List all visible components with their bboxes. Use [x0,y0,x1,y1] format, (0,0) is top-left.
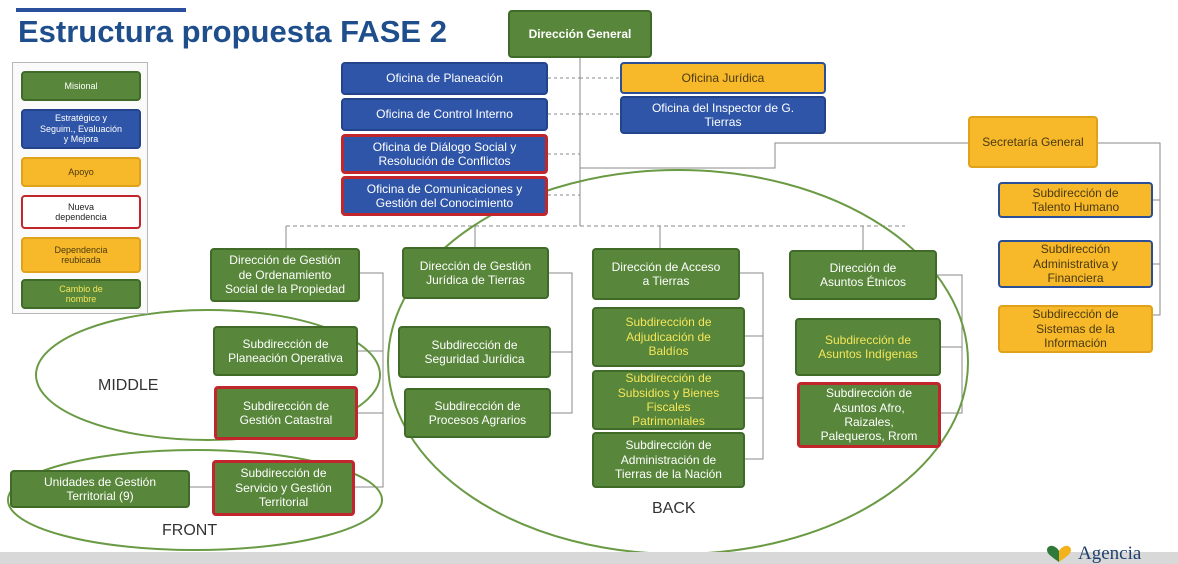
bottom-bar [0,552,1178,564]
sub-asuntos-indigenas-box: Subdirección de Asuntos Indígenas [795,318,941,376]
legend-panel: Misional Estratégico y Seguim., Evaluaci… [12,62,148,314]
dir-ordenamiento-social-box: Dirección de Gestión de Ordenamiento Soc… [210,248,360,302]
sub-servicio-gestion-territorial-box: Subdirección de Servicio y Gestión Terri… [212,460,355,516]
back-zone-label: BACK [652,500,696,517]
oficina-dialogo-social-box: Oficina de Diálogo Social y Resolución d… [341,134,548,174]
sub-talento-humano-box: Subdirección de Talento Humano [998,182,1153,218]
sub-adjudicacion-baldios-box: Subdirección de Adjudicación de Baldíos [592,307,745,367]
connector-dir3-bracket [740,272,764,460]
oficina-comunicaciones-box: Oficina de Comunicaciones y Gestión del … [341,176,548,216]
heart-icon [1047,545,1071,562]
middle-zone-ellipse [35,309,381,441]
sub-sistemas-box: Subdirección de Sistemas de la Informaci… [998,305,1153,353]
legend-cambio-nombre: Cambio de nombre [21,279,141,309]
sub-planeacion-operativa-box: Subdirección de Planeación Operativa [213,326,358,376]
sub-seguridad-juridica-box: Subdirección de Seguridad Jurídica [398,326,551,378]
sub-subsidios-bienes-box: Subdirección de Subsidios y Bienes Fisca… [592,370,745,430]
connector-secretaria-bracket [1098,142,1161,316]
dir-gestion-juridica-box: Dirección de Gestión Jurídica de Tierras [402,247,549,299]
secretaria-general-box: Secretaría General [968,116,1098,168]
sub-gestion-catastral-box: Subdirección de Gestión Catastral [214,386,358,440]
dir-acceso-tierras-box: Dirección de Acceso a Tierras [592,248,740,300]
agency-logo: Agencia [1046,543,1141,564]
connector-dir4-bracket [937,274,963,414]
legend-nueva-dependencia: Nueva dependencia [21,195,141,229]
unidades-gestion-territorial-box: Unidades de Gestión Territorial (9) [10,470,190,508]
direccion-general-box: Dirección General [508,10,652,58]
middle-zone-label: MIDDLE [98,377,159,394]
sub-administracion-tierras-box: Subdirección de Administración de Tierra… [592,432,745,488]
title-accent-bar [16,8,186,12]
front-zone-ellipse [7,449,383,551]
connector-dir2-bracket [549,272,573,414]
connector-dir1-bracket [355,272,384,488]
legend-estrategico: Estratégico y Seguim., Evaluación y Mejo… [21,109,141,149]
sub-procesos-agrarios-box: Subdirección de Procesos Agrarios [404,388,551,438]
legend-misional: Misional [21,71,141,101]
oficina-inspector-box: Oficina del Inspector de G. Tierras [620,96,826,134]
slide-title: Estructura propuesta FASE 2 [18,14,447,49]
legend-apoyo: Apoyo [21,157,141,187]
sub-administrativa-box: Subdirección Administrativa y Financiera [998,240,1153,288]
front-zone-label: FRONT [162,522,218,539]
oficina-juridica-box: Oficina Jurídica [620,62,826,94]
connector-secretaria [580,142,968,169]
sub-asuntos-afro-box: Subdirección de Asuntos Afro, Raizales, … [797,382,941,448]
legend-dependencia-reubicada: Dependencia reubicada [21,237,141,273]
oficina-planeacion-box: Oficina de Planeación [341,62,548,95]
logo-text: Agencia [1078,543,1142,564]
oficina-control-interno-box: Oficina de Control Interno [341,98,548,131]
dir-asuntos-etnicos-box: Dirección de Asuntos Étnicos [789,250,937,300]
